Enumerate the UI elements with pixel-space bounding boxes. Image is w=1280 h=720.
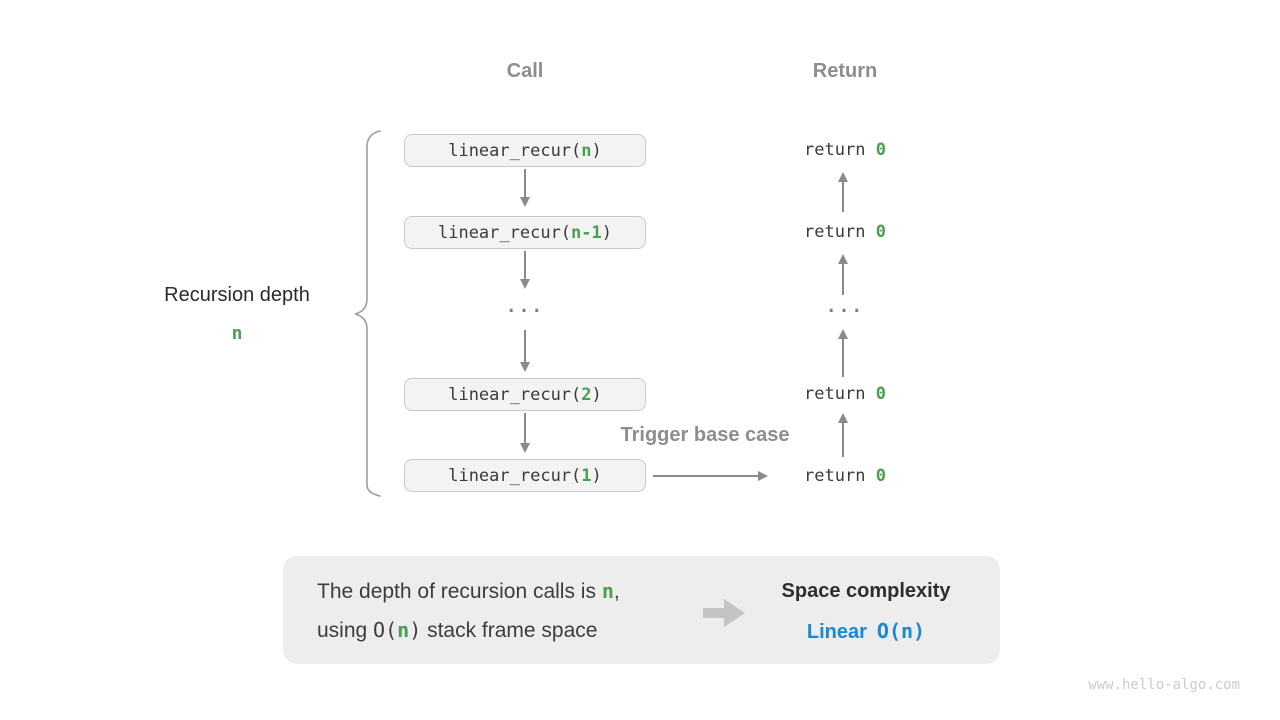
implies-arrow-icon xyxy=(703,599,745,627)
return-row-2: return 0 xyxy=(804,222,886,242)
recursion-depth-brace xyxy=(354,130,381,497)
call-ellipsis: ... xyxy=(505,296,545,317)
summary-panel xyxy=(283,556,1000,664)
space-complexity-title: Space complexity xyxy=(781,580,951,602)
return-row-4: return 0 xyxy=(804,466,886,486)
call-box-1: linear_recur(1) xyxy=(404,459,646,492)
watermark: www.hello-algo.com xyxy=(1088,677,1240,693)
call-box-2: linear_recur(2) xyxy=(404,378,646,411)
return-row-3: return 0 xyxy=(804,384,886,404)
return-row-1: return 0 xyxy=(804,140,886,160)
return-column-header: Return xyxy=(812,60,878,82)
call-column-header: Call xyxy=(506,60,544,82)
recursion-depth-label: Recursion depth xyxy=(164,284,310,306)
summary-line-2: using O(n) stack frame space xyxy=(317,618,598,642)
call-box-n-1: linear_recur(n-1) xyxy=(404,216,646,249)
call-box-n: linear_recur(n) xyxy=(404,134,646,167)
recursion-depth-n: n xyxy=(231,323,243,344)
trigger-base-case-label: Trigger base case xyxy=(620,424,790,446)
return-ellipsis: ... xyxy=(825,296,865,317)
summary-line-1: The depth of recursion calls is n, xyxy=(317,579,620,603)
